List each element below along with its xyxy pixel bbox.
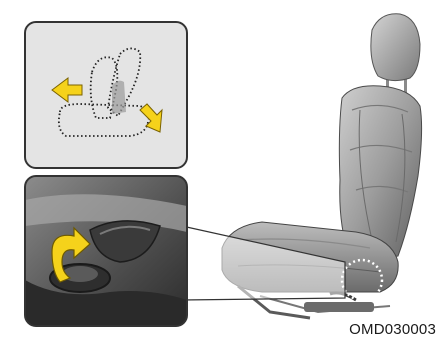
seat-shaded-area	[112, 81, 126, 114]
recline-diagram-panel	[25, 22, 187, 168]
lever-closeup-panel	[25, 176, 187, 326]
figure-code: OMD030003	[349, 321, 436, 338]
seat-headrest	[371, 14, 420, 96]
